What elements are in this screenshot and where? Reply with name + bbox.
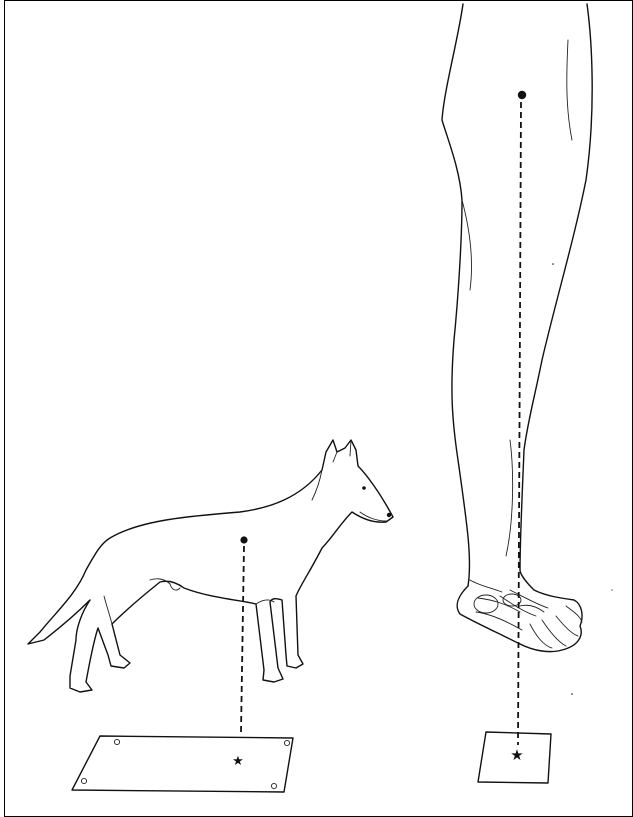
dog-gravity-line (240, 536, 247, 732)
leg-plate-star-icon: ★ (510, 746, 523, 764)
leg-center-of-gravity-dot (518, 91, 526, 99)
dog-center-of-gravity-dot (240, 536, 247, 543)
figure-frame (5, 1, 633, 817)
human-leg-illustration (442, 4, 592, 652)
dog-illustration (28, 440, 393, 692)
leg-force-plate: ★ (478, 732, 551, 783)
dog-force-plate: ★ (72, 736, 293, 792)
dog-plate-star-icon: ★ (232, 754, 244, 769)
